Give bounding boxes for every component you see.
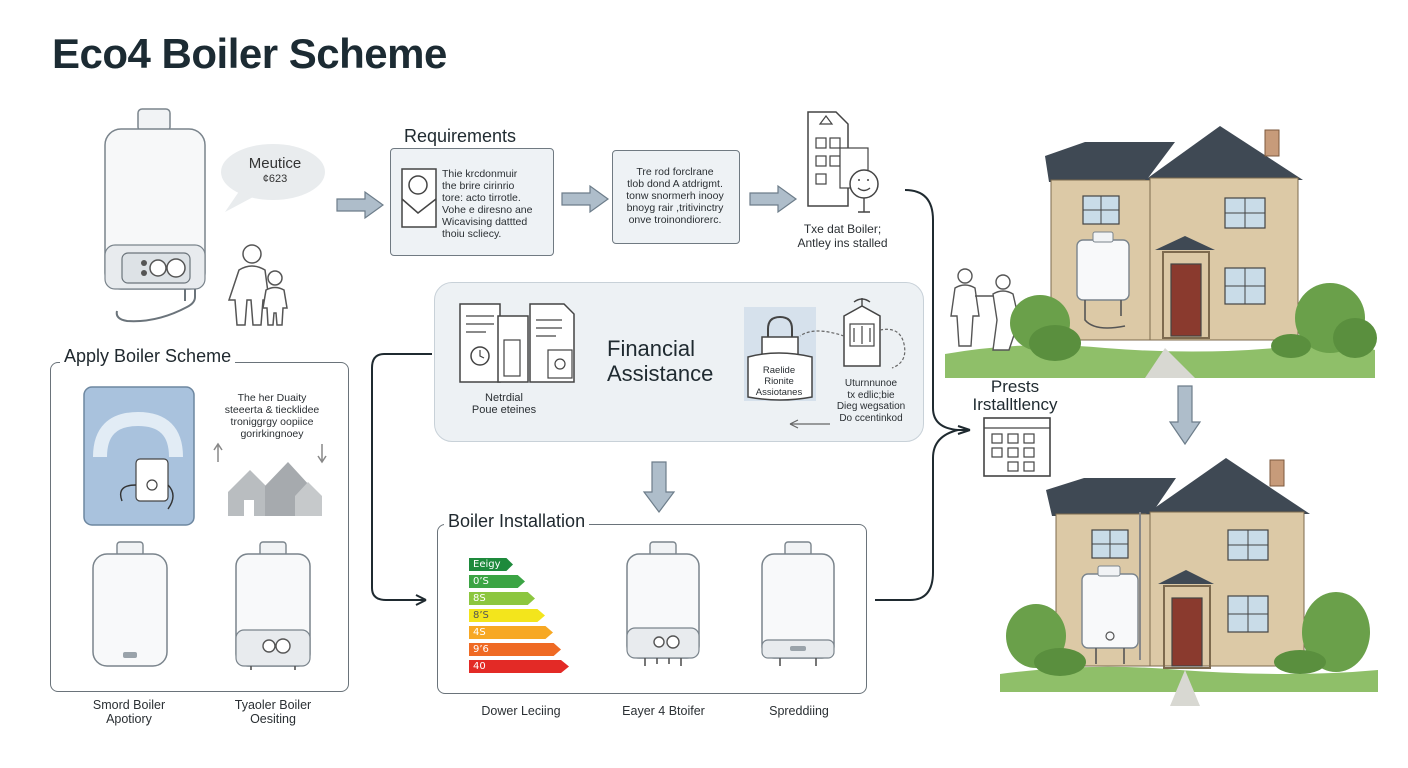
text-line: Apotiory bbox=[106, 712, 152, 726]
text-line: Tre rod forclrane bbox=[636, 166, 714, 178]
energy-row: Eeigy bbox=[469, 558, 513, 571]
energy-row: 4S bbox=[469, 626, 553, 639]
lock-icon bbox=[744, 307, 816, 401]
text-line: tlob dond A atdrigmt. bbox=[627, 178, 723, 190]
requirements-caption: Txe dat Boiler; Antley ins stalled bbox=[780, 222, 905, 250]
text-line: Irstalltlency bbox=[972, 395, 1058, 414]
text-line: steeerta & tiecklidee bbox=[224, 404, 320, 416]
arrow-down-icon bbox=[642, 461, 676, 513]
right-label: Prests Irstalltlency bbox=[965, 378, 1065, 414]
text-line: Txe dat Boiler; bbox=[803, 222, 882, 236]
connector-line bbox=[371, 353, 432, 606]
requirements-card-1-text: Thie krcdonmuir the brire cirinrio tore:… bbox=[442, 168, 548, 240]
text-line: tonw snormerh inooy bbox=[626, 190, 724, 202]
text-line: tx edlic;bie bbox=[847, 389, 895, 401]
energy-row: 8S bbox=[469, 592, 535, 605]
apply-note: The her Duaity steeerta & tiecklidee tro… bbox=[212, 392, 332, 440]
arrow-right-icon bbox=[561, 184, 610, 214]
family-icon bbox=[227, 244, 288, 326]
text-line: Thie krcdonmuir bbox=[442, 168, 518, 180]
installation-caption-2: Eayer 4 Btoifer bbox=[622, 704, 705, 718]
checklist-icon bbox=[807, 111, 879, 213]
connector-line bbox=[875, 189, 971, 601]
text-line: Assiotanes bbox=[755, 387, 803, 398]
arrow-down-icon bbox=[1168, 385, 1202, 446]
house-icon bbox=[945, 126, 1377, 378]
bubble-line-1: Meutice bbox=[248, 155, 302, 172]
boiler-icon bbox=[235, 541, 311, 670]
text-line: The her Duaity bbox=[237, 392, 307, 404]
text-line: Vohe e diresno ane bbox=[442, 204, 533, 216]
energy-label-icon: Eeigy 0’S 8S 8’S 4S 9’6 40 bbox=[469, 558, 589, 678]
house-drawing-icon bbox=[789, 298, 906, 429]
text-line: bnoyg rair ,tritivinctry bbox=[626, 202, 724, 214]
apply-label: Apply Boiler Scheme bbox=[60, 346, 236, 367]
text-line: Oesiting bbox=[250, 712, 296, 726]
arrow-right-icon bbox=[336, 190, 385, 220]
boiler-unit-icon bbox=[83, 386, 195, 526]
text-line: Uturnnunoe bbox=[844, 378, 898, 389]
text-line: Wicavising dattted bbox=[442, 216, 528, 228]
speech-bubble bbox=[221, 144, 325, 212]
text-line: Antley ins stalled bbox=[797, 236, 888, 250]
houses-icon bbox=[213, 442, 327, 516]
apply-caption-2: Tyaoler Boiler Oesiting bbox=[212, 698, 334, 726]
boiler-icon bbox=[761, 541, 835, 666]
text-line: Raelide bbox=[762, 365, 796, 376]
lock-caption: Raelide Rionite Assiotanes bbox=[745, 365, 813, 398]
requirements-card-2-text: Tre rod forclrane tlob dond A atdrigmt. … bbox=[614, 166, 736, 226]
house-icon bbox=[1000, 458, 1378, 706]
requirements-label: Requirements bbox=[404, 126, 517, 146]
text-line: Do ccentinkod bbox=[839, 412, 903, 424]
boiler-icon bbox=[92, 541, 168, 667]
calendar-icon bbox=[983, 417, 1051, 477]
text-line: Assistance bbox=[607, 361, 714, 386]
energy-row: 0’S bbox=[469, 575, 525, 588]
text-line: Poue eteines bbox=[471, 404, 537, 416]
installation-label: Boiler Installation bbox=[444, 511, 590, 532]
arrow-right-icon bbox=[749, 184, 798, 214]
page-title: Eco4 Boiler Scheme bbox=[52, 30, 447, 77]
text-line: troniggrgy oopiice bbox=[230, 416, 314, 428]
document-icon bbox=[401, 168, 437, 228]
energy-row: 8’S bbox=[469, 609, 545, 622]
financial-right-caption: Uturnnunoe tx edlic;bie Dieg wegsation D… bbox=[830, 378, 912, 424]
text-line: onve troinondiorerc. bbox=[628, 214, 722, 226]
financial-docs-caption: Netrdial Poue eteines bbox=[458, 392, 550, 416]
text-line: Tyaoler Boiler bbox=[234, 698, 312, 712]
document-stack-icon bbox=[459, 303, 575, 383]
energy-row: 40 bbox=[469, 660, 569, 673]
energy-row: 9’6 bbox=[469, 643, 561, 656]
text-line: Netrdial bbox=[485, 392, 523, 404]
text-line: Smord Boiler bbox=[92, 698, 166, 712]
installation-caption-1: Dower Leciing bbox=[481, 704, 561, 718]
installation-caption-3: Spreddiing bbox=[769, 704, 829, 718]
text-line: the brire cirinrio bbox=[442, 180, 515, 192]
boiler-icon bbox=[626, 541, 700, 666]
text-line: Dieg wegsation bbox=[836, 401, 906, 412]
apply-caption-1: Smord Boiler Apotiory bbox=[68, 698, 190, 726]
financial-title: Financial Assistance bbox=[607, 336, 713, 386]
text-line: Rionite bbox=[764, 376, 794, 387]
bubble-line-2: ¢623 bbox=[262, 173, 288, 185]
text-line: gorirkingnoey bbox=[240, 428, 304, 440]
text-line: tore: acto tirrotle. bbox=[442, 192, 521, 204]
text-line: Prests bbox=[990, 377, 1040, 396]
text-line: Financial bbox=[607, 336, 696, 361]
text-line: thoiu scliecy. bbox=[442, 228, 502, 240]
boiler-icon bbox=[104, 108, 206, 323]
requirements-card-2 bbox=[612, 150, 740, 244]
